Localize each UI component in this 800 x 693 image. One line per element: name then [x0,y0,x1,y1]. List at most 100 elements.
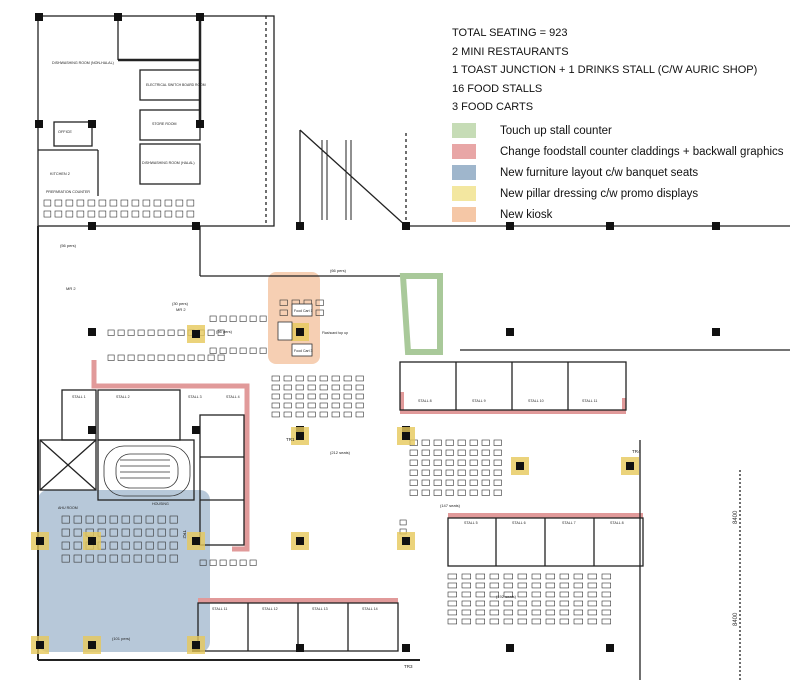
red-cladding-bottom [198,598,398,603]
table [343,393,352,400]
table [493,489,502,496]
table [447,618,457,625]
pillar [296,432,304,440]
table [531,591,541,598]
table [433,469,442,476]
pillar [402,644,410,652]
pillar [402,222,410,230]
legend-item-touch-up: Touch up stall counter [452,120,792,141]
summary-toast-junction: 1 TOAST JUNCTION + 1 DRINKS STALL (C/W A… [452,64,758,77]
room-ahu: AHU ROOM [58,506,78,510]
table [587,573,597,580]
table [457,449,466,456]
table [283,375,292,382]
table [601,591,611,598]
stall-label: STALL 7 [562,521,576,525]
table [145,515,154,524]
table [249,347,257,354]
table [61,541,70,550]
table [461,600,471,607]
seat-count-101: (101 pers) [112,636,131,641]
table [107,329,115,336]
table [209,315,217,322]
table [157,354,165,361]
room-electrical: ELECTRICAL SWITCH BOARD ROOM [146,83,206,87]
table [461,591,471,598]
table [503,618,513,625]
legend-label: Change foodstall counter claddings + bac… [500,145,784,158]
table [559,618,569,625]
table [409,479,418,486]
table [73,515,82,524]
table [409,469,418,476]
pillar [516,462,524,470]
table [573,618,583,625]
table [409,489,418,496]
table [157,515,166,524]
table [271,384,280,391]
table [283,411,292,418]
table [127,329,135,336]
table [153,210,162,218]
table [73,528,82,537]
table [109,541,118,550]
table [133,541,142,550]
seating-summary: TOTAL SEATING = 923 2 MINI RESTAURANTS 1… [452,24,792,117]
table [186,210,195,218]
table [355,411,364,418]
table [73,554,82,563]
table [421,469,430,476]
legend-swatch-red [452,144,476,159]
table [76,199,85,207]
table [545,609,555,616]
table [489,600,499,607]
pillar [712,328,720,336]
table [573,600,583,607]
stall-label: STALL 13 [312,607,328,611]
seat-count-56-mid: (56 pers) [216,329,233,334]
table [319,384,328,391]
table [295,411,304,418]
table [445,439,454,446]
stall-label: STALL 9 [472,399,486,403]
table [421,479,430,486]
table [493,479,502,486]
table [545,618,555,625]
legend-swatch-orange [452,207,476,222]
legend-swatch-yellow [452,186,476,201]
table [217,329,225,336]
table [461,618,471,625]
table [87,199,96,207]
red-cladding-top [400,392,626,414]
table [98,199,107,207]
table [517,573,527,580]
table [469,469,478,476]
table [319,393,328,400]
table [271,393,280,400]
table [475,591,485,598]
pillar [712,222,720,230]
table [517,582,527,589]
table [127,354,135,361]
pillar [88,222,96,230]
table [197,354,205,361]
table [109,554,118,563]
seat-count-66: (66 pers) [330,268,347,273]
table [153,199,162,207]
stall-label: STALL 1 [72,395,86,399]
stall-label: STALL 4 [226,395,240,399]
table [43,199,52,207]
table [295,402,304,409]
table [229,315,237,322]
table [137,329,145,336]
table [295,393,304,400]
table [133,515,142,524]
table [219,559,227,566]
legend-item-pillar: New pillar dressing c/w promo displays [452,183,792,204]
table [573,609,583,616]
table [545,582,555,589]
pillar [35,120,43,128]
room-mr2-left: MR 2 [66,286,76,291]
table [587,600,597,607]
